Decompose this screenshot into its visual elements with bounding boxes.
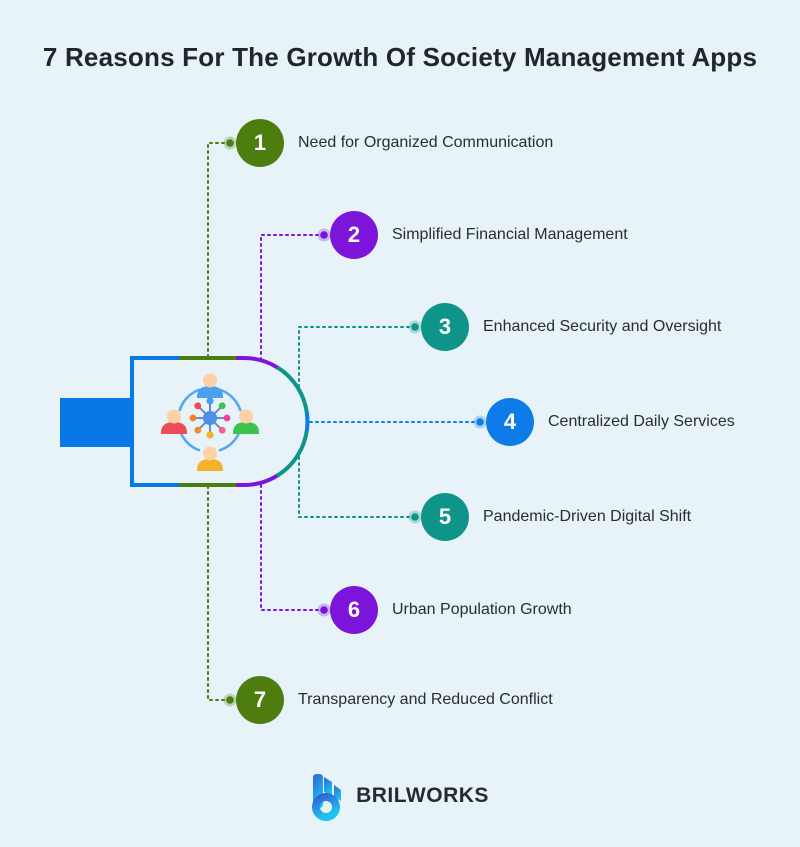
dot-3	[411, 323, 419, 331]
reason-item-4: 4 Centralized Daily Services	[486, 398, 735, 446]
capsule-teal-top	[276, 366, 309, 416]
brilworks-b-logo-icon	[312, 774, 342, 821]
connector-lines	[207, 142, 481, 701]
reason-number-badge: 6	[330, 586, 378, 634]
reason-item-2: 2 Simplified Financial Management	[330, 211, 628, 259]
reason-label: Need for Organized Communication	[298, 134, 554, 151]
reason-number-badge: 1	[236, 119, 284, 167]
hub-spoke-dots	[189, 397, 231, 439]
left-tab	[60, 398, 132, 447]
brand-footer: BRILWORKS	[0, 770, 800, 822]
reason-item-3: 3 Enhanced Security and Oversight	[421, 303, 721, 351]
connector-7	[207, 485, 231, 701]
brand-name: BRILWORKS	[356, 784, 489, 807]
reason-item-1: 1 Need for Organized Communication	[236, 119, 553, 167]
connector-endpoint-dots	[223, 136, 487, 707]
person-bottom-icon	[197, 446, 223, 471]
reason-label: Simplified Financial Management	[392, 226, 628, 243]
capsule-purple-bottom	[236, 472, 281, 488]
capsule-purple-top	[236, 355, 281, 371]
reason-number-badge: 7	[236, 676, 284, 724]
reason-number-badge: 3	[421, 303, 469, 351]
dot-1	[226, 139, 234, 147]
reason-item-6: 6 Urban Population Growth	[330, 586, 572, 634]
dot-5	[411, 513, 419, 521]
connector-3	[298, 326, 416, 389]
reason-number-badge: 4	[486, 398, 534, 446]
reason-number-badge: 2	[330, 211, 378, 259]
reason-label: Transparency and Reduced Conflict	[298, 691, 553, 708]
person-right-icon	[233, 409, 259, 434]
dot-6	[320, 606, 328, 614]
person-left-icon	[161, 409, 187, 434]
reason-label: Centralized Daily Services	[548, 413, 735, 430]
page-title: 7 Reasons For The Growth Of Society Mana…	[42, 42, 758, 72]
person-top-icon	[197, 373, 223, 398]
reason-item-7: 7 Transparency and Reduced Conflict	[236, 676, 553, 724]
central-capsule-outline	[130, 355, 310, 488]
connector-1	[207, 142, 231, 358]
connector-2	[260, 234, 325, 360]
reason-label: Urban Population Growth	[392, 601, 572, 618]
connector-6	[260, 483, 325, 611]
reason-number-badge: 5	[421, 493, 469, 541]
reason-label: Pandemic-Driven Digital Shift	[483, 508, 692, 525]
dot-2	[320, 231, 328, 239]
reason-label: Enhanced Security and Oversight	[483, 318, 722, 335]
capsule-teal-bottom	[276, 427, 309, 477]
dot-7	[226, 696, 234, 704]
capsule-blue-left	[130, 356, 183, 487]
connector-5	[298, 455, 416, 518]
hub-center	[203, 411, 217, 425]
reason-item-5: 5 Pandemic-Driven Digital Shift	[421, 493, 691, 541]
people-network-icon	[161, 373, 259, 471]
dot-4	[476, 418, 484, 426]
